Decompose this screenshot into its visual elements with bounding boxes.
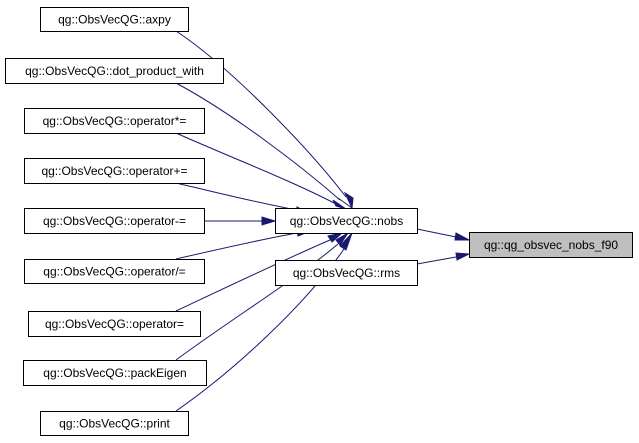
node-axpy[interactable]: qg::ObsVecQG::axpy — [40, 7, 189, 32]
node-packEigen[interactable]: qg::ObsVecQG::packEigen — [23, 360, 207, 386]
edge-axpy-to-nobs — [175, 30, 354, 210]
node-operator_mul_eq[interactable]: qg::ObsVecQG::operator*= — [24, 108, 205, 134]
edge-line — [175, 232, 298, 260]
node-label: qg::ObsVecQG::print — [59, 417, 170, 431]
edge-line — [175, 132, 335, 204]
edge-operator_minus_eq-to-nobs — [204, 216, 277, 226]
node-print[interactable]: qg::ObsVecQG::print — [40, 411, 189, 436]
edge-line — [416, 228, 457, 238]
edge-line — [175, 182, 298, 211]
edge-rms-to-qg_obsvec_nobs_f90 — [416, 252, 471, 265]
node-label: qg::ObsVecQG::operator*= — [43, 114, 187, 128]
node-operator_plus_eq[interactable]: qg::ObsVecQG::operator+= — [24, 158, 205, 184]
edge-dot_product_with-to-nobs — [175, 82, 353, 209]
arrow-head-icon — [455, 252, 471, 261]
node-rms[interactable]: qg::ObsVecQG::rms — [275, 260, 418, 286]
node-operator_div_eq[interactable]: qg::ObsVecQG::operator/= — [24, 259, 205, 284]
edge-operator_eq-to-nobs — [175, 232, 344, 312]
edge-operator_mul_eq-to-nobs — [175, 132, 347, 210]
node-label: qg::ObsVecQG::packEigen — [43, 366, 186, 380]
edge-operator_div_eq-to-nobs — [175, 229, 311, 260]
node-label: qg::ObsVecQG::operator+= — [41, 164, 187, 178]
node-box — [40, 7, 189, 32]
node-label: qg::ObsVecQG::operator/= — [43, 265, 185, 279]
node-label: qg::ObsVecQG::dot_product_with — [25, 64, 204, 78]
node-label: qg::ObsVecQG::rms — [293, 266, 400, 280]
edge-nobs-to-qg_obsvec_nobs_f90 — [416, 228, 470, 241]
node-box — [275, 208, 418, 234]
edge-line — [175, 82, 341, 201]
nodes-layer: qg::ObsVecQG::axpyqg::ObsVecQG::dot_prod… — [5, 7, 633, 436]
edge-line — [175, 239, 331, 312]
arrow-head-icon — [327, 232, 344, 243]
edge-line — [416, 256, 457, 265]
node-box — [28, 311, 201, 337]
arrow-head-icon — [339, 232, 353, 251]
arrow-head-icon — [332, 199, 347, 210]
arrow-head-icon — [343, 191, 354, 210]
node-box — [40, 411, 189, 436]
node-box — [23, 360, 207, 386]
node-box — [5, 58, 224, 84]
edge-line — [175, 30, 347, 198]
arrow-head-icon — [337, 197, 353, 209]
node-label: qg::ObsVecQG::nobs — [290, 214, 403, 228]
node-box — [24, 208, 205, 234]
node-qg_obsvec_nobs_f90: qg::qg_obsvec_nobs_f90 — [469, 232, 633, 258]
node-label: qg::ObsVecQG::axpy — [58, 13, 171, 27]
node-dot_product_with[interactable]: qg::ObsVecQG::dot_product_with — [5, 58, 224, 84]
edge-line — [175, 243, 339, 361]
edge-packEigen-to-nobs — [175, 232, 349, 361]
node-box — [469, 232, 633, 258]
arrow-head-icon — [454, 232, 470, 241]
node-nobs[interactable]: qg::ObsVecQG::nobs — [275, 208, 418, 234]
node-box — [24, 158, 205, 184]
node-box — [24, 108, 205, 134]
node-operator_minus_eq[interactable]: qg::ObsVecQG::operator-= — [24, 208, 205, 234]
arrow-head-icon — [335, 232, 349, 246]
node-operator_eq[interactable]: qg::ObsVecQG::operator= — [28, 311, 201, 337]
node-label: qg::ObsVecQG::operator= — [45, 317, 184, 331]
node-label: qg::ObsVecQG::operator-= — [43, 214, 186, 228]
node-box — [24, 259, 205, 284]
node-box — [275, 260, 418, 286]
arrow-head-icon — [261, 216, 277, 226]
node-label: qg::qg_obsvec_nobs_f90 — [484, 238, 618, 252]
